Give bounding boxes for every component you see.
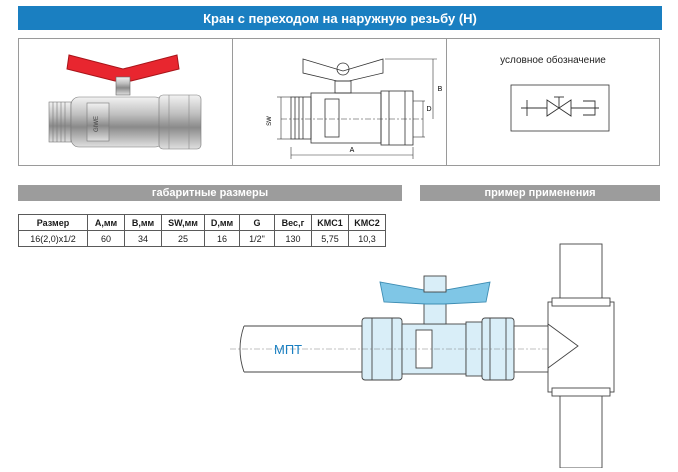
- technical-drawing: A B SW D: [233, 39, 446, 165]
- dimension-lines: [277, 58, 437, 159]
- table-cell: 16(2,0)х1/2: [18, 230, 88, 247]
- symbol-caption: условное обозначение: [500, 55, 606, 66]
- table-cell: 10,3: [348, 230, 386, 247]
- dimensions-section-header: габаритные размеры: [18, 185, 402, 201]
- frame-divider: [446, 39, 447, 165]
- table-row: 16(2,0)х1/2 60 34 25 16 1/2" 130 5,75 10…: [18, 230, 386, 247]
- thread-end: [48, 101, 72, 143]
- red-handle: [66, 54, 180, 82]
- dimension-d-label: D: [426, 106, 431, 113]
- application-drawing: МПТ: [230, 243, 615, 468]
- column-header: А,мм: [87, 214, 125, 231]
- valve-photo: GIWE: [48, 54, 202, 150]
- column-header: D,мм: [204, 214, 240, 231]
- page-title: Кран с переходом на наружную резьбу (Н): [18, 6, 662, 30]
- column-header: Размер: [18, 214, 88, 231]
- svg-text:GIWE: GIWE: [94, 116, 100, 132]
- dimensions-table: Размер А,мм B,мм SW,мм D,мм G Вес,г KMC1…: [18, 214, 386, 247]
- column-header: KMC2: [348, 214, 386, 231]
- dimension-b-label: B: [438, 86, 443, 93]
- product-frame: GIWE: [18, 38, 660, 166]
- column-header: B,мм: [124, 214, 162, 231]
- valve-body: [70, 96, 164, 148]
- column-header: SW,мм: [161, 214, 205, 231]
- column-header: KMC1: [311, 214, 349, 231]
- table-header-row: Размер А,мм B,мм SW,мм D,мм G Вес,г KMC1…: [18, 214, 386, 231]
- compression-nut: [158, 94, 202, 150]
- table-cell: 60: [87, 230, 125, 247]
- application-section-header: пример применения: [420, 185, 660, 201]
- valve-symbol: [510, 84, 610, 132]
- dimension-drawing: A B SW D: [267, 58, 443, 159]
- table-cell: 34: [124, 230, 162, 247]
- table-cell: 25: [161, 230, 205, 247]
- symbol-panel: условное обозначение: [447, 39, 659, 165]
- column-header: G: [239, 214, 275, 231]
- column-header: Вес,г: [274, 214, 312, 231]
- dimension-sw-label: SW: [267, 116, 273, 126]
- product-photo: GIWE: [19, 39, 232, 165]
- dimension-a-label: A: [350, 147, 355, 154]
- pipe-label: МПТ: [274, 342, 302, 357]
- frame-divider: [232, 39, 233, 165]
